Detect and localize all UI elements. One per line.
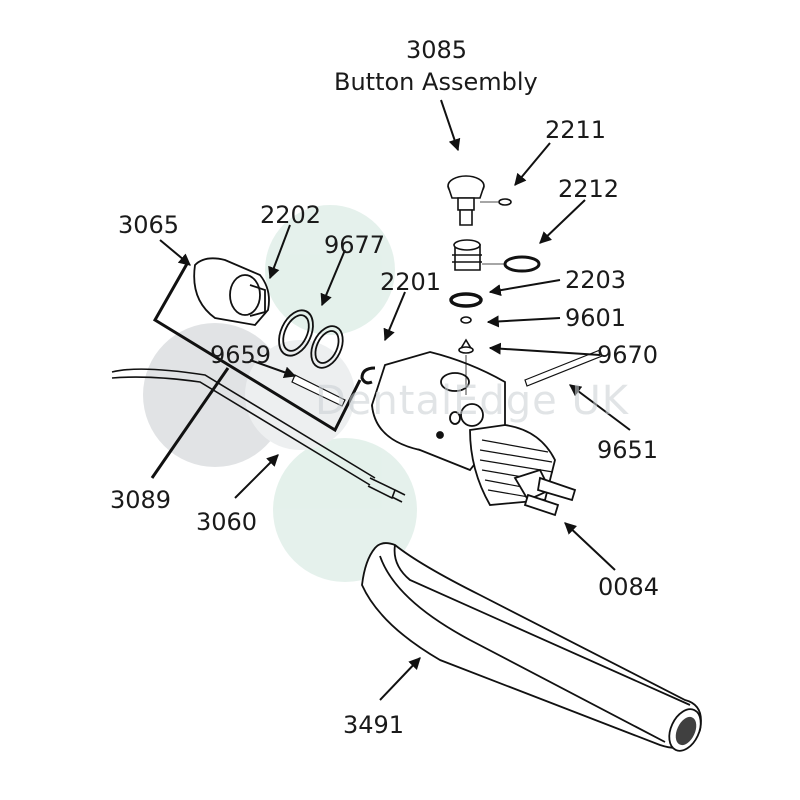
label-9659: 9659 — [210, 341, 272, 369]
label-9601: 9601 — [565, 304, 627, 332]
arrow-9601 — [486, 315, 561, 328]
line-3089 — [150, 367, 230, 479]
arrow-9670 — [488, 342, 601, 356]
label-2202: 2202 — [260, 201, 322, 229]
label-3085: 3085 — [406, 36, 468, 64]
pin-9651 — [524, 349, 603, 387]
label-2212: 2212 — [558, 175, 620, 203]
o-rings-9677 — [278, 309, 344, 369]
arrow-2202 — [268, 224, 291, 280]
label-button-assembly: Button Assembly — [334, 68, 538, 96]
arrow-3065 — [159, 239, 191, 266]
arrow-2212 — [539, 199, 586, 244]
arrow-0084 — [564, 522, 616, 571]
arrow-3060 — [234, 454, 279, 499]
pin-9659 — [291, 374, 346, 407]
label-2211: 2211 — [545, 116, 607, 144]
arrow-2211 — [514, 142, 551, 186]
label-0084: 0084 — [598, 573, 660, 601]
sleeve-part-3491 — [361, 542, 702, 752]
cap-part-3065 — [193, 257, 270, 326]
arrow-9651 — [569, 384, 631, 431]
clip-2201 — [360, 366, 376, 385]
arrow-2201 — [383, 291, 406, 342]
label-2201: 2201 — [380, 268, 442, 296]
leader-arrows — [159, 99, 631, 701]
arrow-9659 — [249, 359, 297, 379]
button-assembly-3085 — [447, 175, 541, 395]
label-3491: 3491 — [343, 711, 405, 739]
label-9670: 9670 — [597, 341, 659, 369]
label-3065: 3065 — [118, 211, 180, 239]
arrow-9677 — [320, 249, 346, 307]
label-3089: 3089 — [110, 486, 172, 514]
label-3060: 3060 — [196, 508, 258, 536]
label-9677: 9677 — [324, 231, 386, 259]
watermark-text: DentalEdge UK — [315, 378, 629, 424]
arrow-3491 — [379, 657, 421, 701]
arrow-3085 — [440, 99, 461, 152]
bracket-3065 — [152, 261, 362, 433]
label-2203: 2203 — [565, 266, 627, 294]
handpiece-body — [371, 351, 577, 517]
label-9651: 9651 — [597, 436, 659, 464]
tube-part-3060 — [111, 368, 406, 503]
arrow-2203 — [488, 279, 561, 297]
